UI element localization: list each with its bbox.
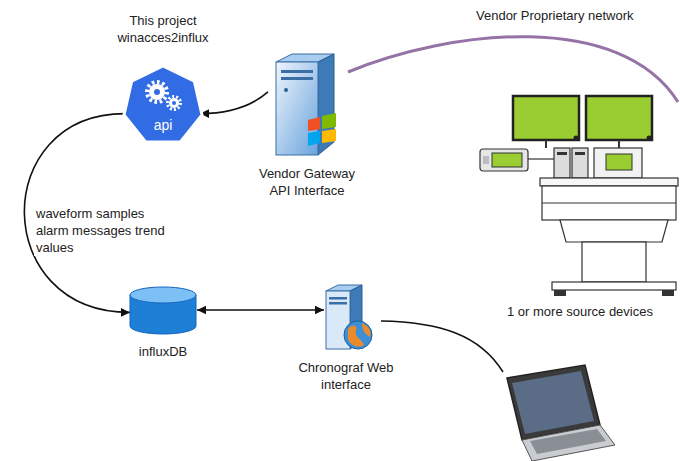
edge-label: Vendor Proprietary network <box>474 7 636 24</box>
connector <box>348 37 678 102</box>
laptop-keyboard <box>522 425 615 461</box>
gateway-server-icon <box>268 52 348 157</box>
web-link-line <box>381 321 503 372</box>
connector <box>197 306 324 315</box>
source-devices: 1 or more source devices <box>478 92 680 297</box>
api-service-icon <box>123 62 203 148</box>
api-service: This project winacces2influxapi <box>123 62 203 148</box>
laptop-keys <box>530 429 606 454</box>
connector-line <box>197 309 324 311</box>
edge-label: waveform samples alarm messages trend va… <box>34 205 170 256</box>
chronograf-server-icon <box>318 283 374 351</box>
arrow-head <box>197 306 206 315</box>
influxdb-cylinder: influxDB <box>130 286 196 334</box>
gateway-label: Vendor Gateway API Interface <box>252 165 362 199</box>
chronograf-label: Chronograf Web interface <box>296 359 396 393</box>
connector <box>200 92 268 118</box>
chronograf-server: Chronograf Web interface <box>318 283 374 351</box>
source-devices-icon <box>478 92 680 297</box>
influxdb-cylinder-icon <box>130 286 196 334</box>
laptop-display <box>512 371 594 434</box>
influxdb-label: influxDB <box>113 343 213 360</box>
connector-line <box>348 37 678 102</box>
api-label: api <box>123 117 203 134</box>
gateway-server: Vendor Gateway API Interface <box>268 52 348 157</box>
arrow-head <box>315 306 324 315</box>
connector-line <box>200 92 268 114</box>
arrow-head <box>121 308 130 317</box>
devices-label: 1 or more source devices <box>490 303 670 320</box>
project-heading: This project winacces2influx <box>103 12 223 46</box>
